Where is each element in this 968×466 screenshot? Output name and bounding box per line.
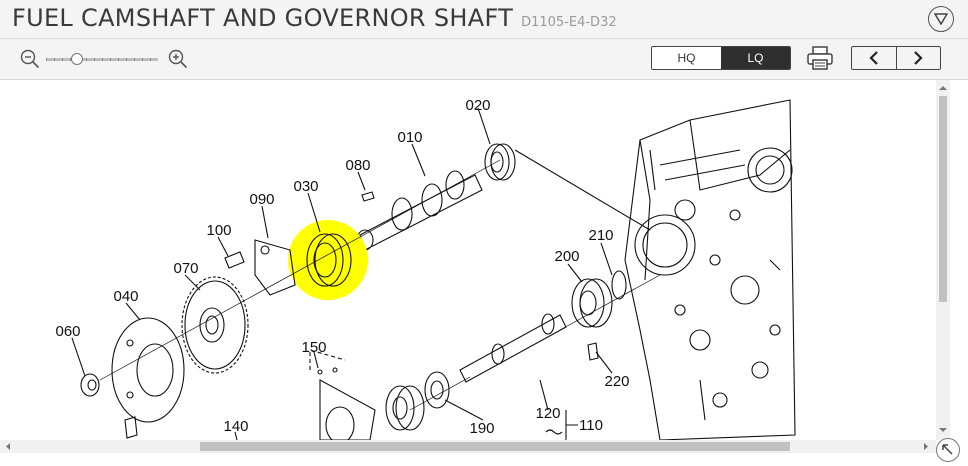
callout-040[interactable]: 040 <box>113 288 138 305</box>
fit-to-screen-button[interactable] <box>936 438 960 462</box>
callout-010[interactable]: 010 <box>397 129 422 146</box>
zoom-in-icon[interactable] <box>168 49 188 69</box>
scroll-right-arrow-icon[interactable] <box>920 440 932 453</box>
slider-track <box>46 58 158 61</box>
callout-090[interactable]: 090 <box>249 191 274 208</box>
callout-150[interactable]: 150 <box>301 339 326 356</box>
header-bar: FUEL CAMSHAFT AND GOVERNOR SHAFT D1105-E4… <box>0 0 968 39</box>
zoom-out-icon[interactable] <box>20 49 40 69</box>
expand-arrow-icon <box>942 444 953 455</box>
chevron-left-icon <box>869 51 878 65</box>
triangle-down-icon <box>934 13 948 25</box>
zoom-slider[interactable] <box>46 53 158 65</box>
page-navigation <box>851 46 941 70</box>
callout-070[interactable]: 070 <box>173 260 198 277</box>
callout-140[interactable]: 140 <box>223 418 248 435</box>
callout-220[interactable]: 220 <box>604 373 629 390</box>
callout-120[interactable]: 120 <box>535 405 560 422</box>
callout-190[interactable]: 190 <box>469 420 494 437</box>
toolbar: HQ LQ <box>0 39 968 80</box>
hq-button[interactable]: HQ <box>652 47 721 69</box>
callout-080[interactable]: 080 <box>345 157 370 174</box>
vertical-scroll-thumb[interactable] <box>939 96 947 302</box>
vertical-scrollbar[interactable] <box>936 80 950 440</box>
image-quality-toggle: HQ LQ <box>651 46 791 70</box>
next-button[interactable] <box>897 47 941 69</box>
scroll-down-arrow-icon[interactable] <box>936 424 950 436</box>
callout-110[interactable]: 110 <box>579 417 603 434</box>
horizontal-scrollbar[interactable] <box>0 440 936 453</box>
model-code: D1105-E4-D32 <box>521 15 617 30</box>
scroll-left-arrow-icon[interactable] <box>2 440 14 453</box>
zoom-slider-thumb[interactable] <box>71 53 84 65</box>
title-text: FUEL CAMSHAFT AND GOVERNOR SHAFT <box>12 4 514 32</box>
page-title: FUEL CAMSHAFT AND GOVERNOR SHAFT D1105-E4… <box>12 4 617 32</box>
callout-100[interactable]: 100 <box>206 222 231 239</box>
printer-icon[interactable] <box>806 45 834 71</box>
horizontal-scroll-thumb[interactable] <box>200 442 790 451</box>
previous-button[interactable] <box>852 47 897 69</box>
parts-diagram-viewport[interactable]: 020 010 080 030 090 100 070 040 060 210 … <box>0 80 936 440</box>
scroll-up-arrow-icon[interactable] <box>936 82 950 94</box>
callout-060[interactable]: 060 <box>55 323 80 340</box>
callout-030[interactable]: 030 <box>293 178 318 195</box>
lq-button[interactable]: LQ <box>721 47 790 69</box>
callout-210[interactable]: 210 <box>588 227 613 244</box>
engine-block-drawing <box>624 99 796 440</box>
chevron-right-icon <box>914 51 923 65</box>
exploded-parts-diagram: 020 010 080 030 090 100 070 040 060 210 … <box>55 97 796 440</box>
callout-020[interactable]: 020 <box>465 97 490 114</box>
callout-200[interactable]: 200 <box>554 248 579 265</box>
collapse-button[interactable] <box>928 6 954 32</box>
